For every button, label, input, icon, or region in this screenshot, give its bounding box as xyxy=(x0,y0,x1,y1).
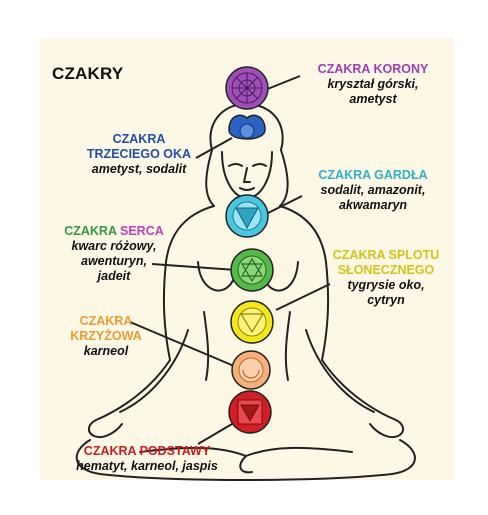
solar-plexus-chakra-name-line-1: CZAKRA SPLOTU xyxy=(332,248,440,262)
heart-chakra-label: CZAKRA SERCA kwarc różowy, awenturyn, ja… xyxy=(56,224,172,284)
throat-chakra-stones-line-1: sodalit, amazonit, xyxy=(320,183,426,197)
heart-chakra-name: CZAKRA SERCA xyxy=(56,224,172,239)
sacral-chakra-name-line-1: CZAKRA xyxy=(79,314,133,328)
throat-chakra-symbol xyxy=(225,194,269,238)
third-eye-chakra-stones: ametyst, sodalit xyxy=(91,162,187,176)
solar-plexus-chakra-symbol xyxy=(230,300,274,344)
crown-chakra-label: CZAKRA KORONY kryształ górski, ametyst xyxy=(298,62,448,107)
diagram-title: CZAKRY xyxy=(52,64,124,83)
crown-chakra-symbol xyxy=(225,66,269,110)
solar-plexus-chakra-stones-line-2: cytryn xyxy=(367,293,405,307)
root-chakra-stones: hematyt, karneol, jaspis xyxy=(76,459,218,473)
solar-plexus-chakra-stones-line-1: tygrysie oko, xyxy=(347,278,425,292)
sacral-chakra-symbol xyxy=(231,350,271,390)
heart-chakra-name-prefix: CZAKRA xyxy=(64,224,120,238)
throat-chakra-name: CZAKRA GARDŁA xyxy=(318,168,428,182)
root-chakra-name: CZAKRA PODSTAWY xyxy=(83,444,211,458)
heart-chakra-stones-line-1: kwarc różowy, xyxy=(71,239,157,253)
third-eye-chakra-label: CZAKRA TRZECIEGO OKA ametyst, sodalit xyxy=(78,132,200,177)
crown-chakra-stones-line-2: ametyst xyxy=(349,92,397,106)
heart-chakra-stones-line-2: awenturyn, xyxy=(81,254,147,268)
throat-chakra-label: CZAKRA GARDŁA sodalit, amazonit, akwamar… xyxy=(298,168,448,213)
solar-plexus-chakra-name-line-2: SŁONECZNEGO xyxy=(337,263,435,277)
heart-chakra-stones-line-3: jadeit xyxy=(97,269,131,283)
root-chakra-symbol xyxy=(228,390,272,434)
third-eye-chakra-symbol xyxy=(228,114,266,140)
solar-plexus-chakra-label: CZAKRA SPLOTU SŁONECZNEGO tygrysie oko, … xyxy=(322,248,450,308)
heart-chakra-symbol xyxy=(230,248,274,292)
heart-chakra-name-highlight: SERCA xyxy=(120,224,164,238)
crown-chakra-stones-line-1: kryształ górski, xyxy=(327,77,419,91)
third-eye-chakra-name-line-1: CZAKRA xyxy=(112,132,166,146)
leader-lines xyxy=(129,75,331,445)
root-chakra-label: CZAKRA PODSTAWY hematyt, karneol, jaspis xyxy=(62,444,232,474)
sacral-chakra-name-line-2: KRZYŻOWA xyxy=(70,329,142,343)
crown-chakra-name: CZAKRA KORONY xyxy=(317,62,429,76)
throat-chakra-stones-line-2: akwamaryn xyxy=(338,198,408,212)
sacral-chakra-label: CZAKRA KRZYŻOWA karneol xyxy=(60,314,152,359)
sacral-chakra-stones: karneol xyxy=(83,344,129,358)
third-eye-chakra-name-line-2: TRZECIEGO OKA xyxy=(86,147,192,161)
